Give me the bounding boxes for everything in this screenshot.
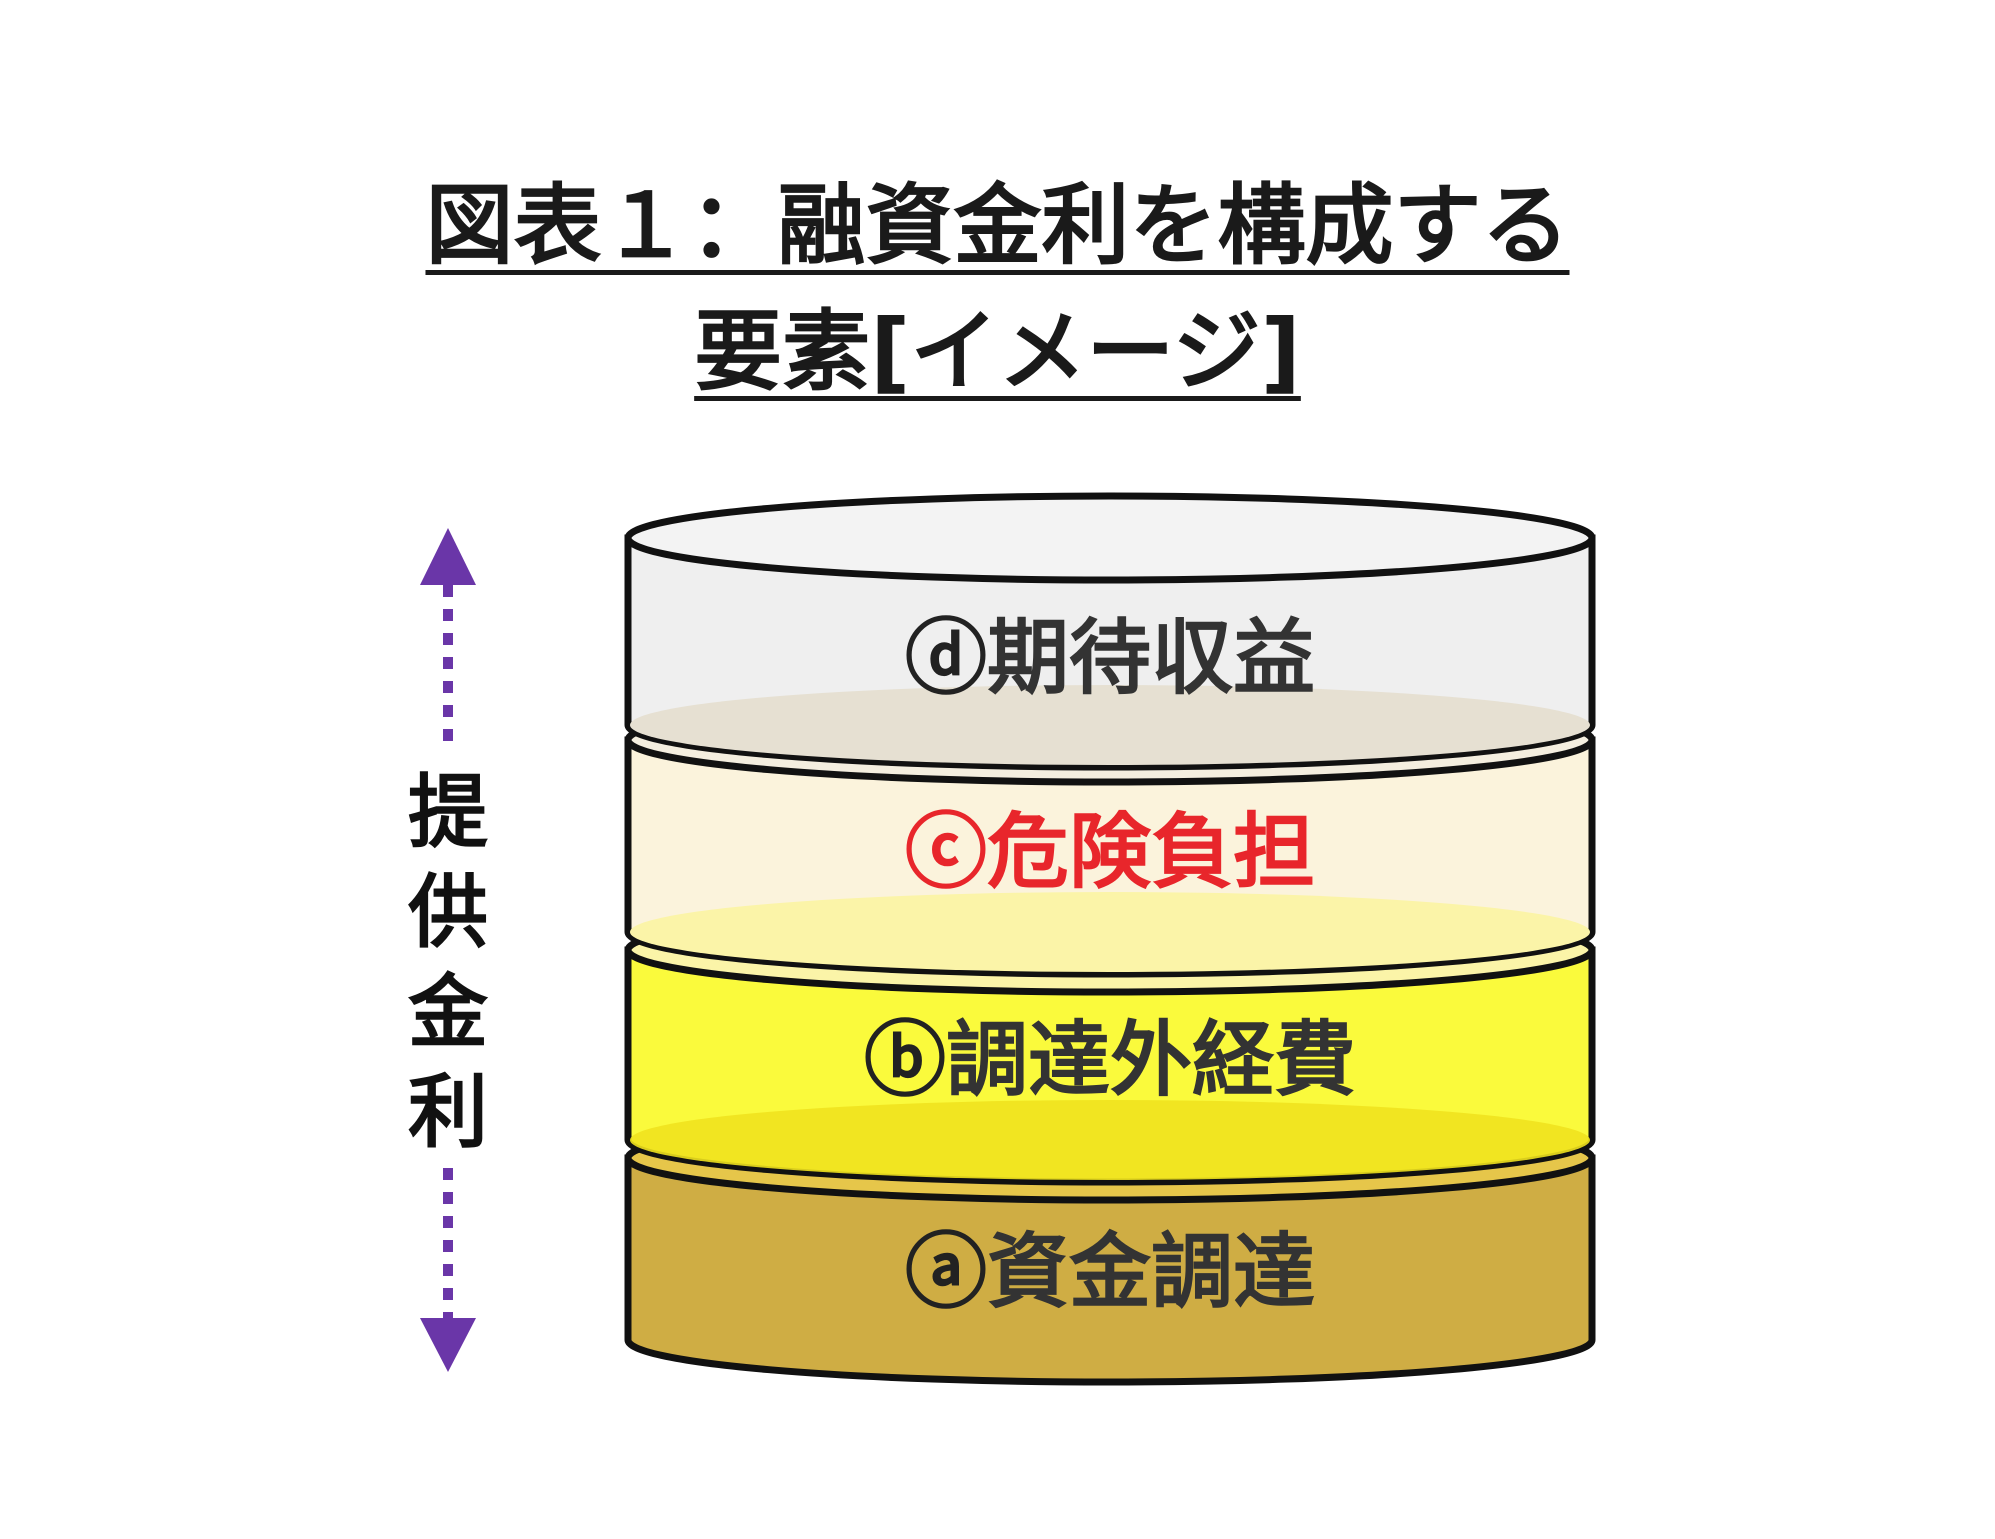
side-label-char-1: 提 [408, 766, 488, 859]
layer-a-text: 資金調達 [987, 1225, 1315, 1320]
side-label-char-3: 金 [407, 966, 489, 1059]
side-label-char-4: 利 [408, 1066, 488, 1159]
layer-a-label: ⓐ資金調達 [905, 1225, 1315, 1320]
side-label-char-2: 供 [408, 866, 488, 959]
layer-a-marker: ⓐ [905, 1225, 987, 1320]
arrow-up-head-icon [420, 528, 476, 585]
layer-c-marker: ⓒ [905, 805, 987, 900]
layer-expected-return: ⓓ期待収益 [624, 492, 1596, 771]
arrow-down-head-icon [420, 1318, 476, 1372]
layer-d-bottom-shade [630, 685, 1590, 765]
diagram-title-line-1: 図表１：融資金利を構成する [425, 174, 1570, 277]
layer-a-body [624, 1154, 1596, 1386]
side-arrow [420, 528, 476, 1372]
layer-d-label: ⓓ期待収益 [905, 611, 1315, 706]
layer-c-bottom-shade [630, 892, 1590, 972]
layer-c-label: ⓒ危険負担 [905, 805, 1315, 900]
layer-b-marker: ⓑ [864, 1013, 946, 1108]
layer-d-marker: ⓓ [905, 611, 987, 706]
side-label: 提 供 金 利 [407, 766, 489, 1159]
layer-c-text: 危険負担 [987, 805, 1315, 900]
layer-d-top [624, 492, 1596, 584]
layer-b-text: 調達外経費 [946, 1013, 1356, 1108]
layer-b-bottom-shade [630, 1100, 1590, 1180]
layer-b-label: ⓑ調達外経費 [864, 1013, 1356, 1108]
layer-d-text: 期待収益 [987, 611, 1315, 706]
diagram-title-line-2: 要素[イメージ] [694, 300, 1301, 403]
